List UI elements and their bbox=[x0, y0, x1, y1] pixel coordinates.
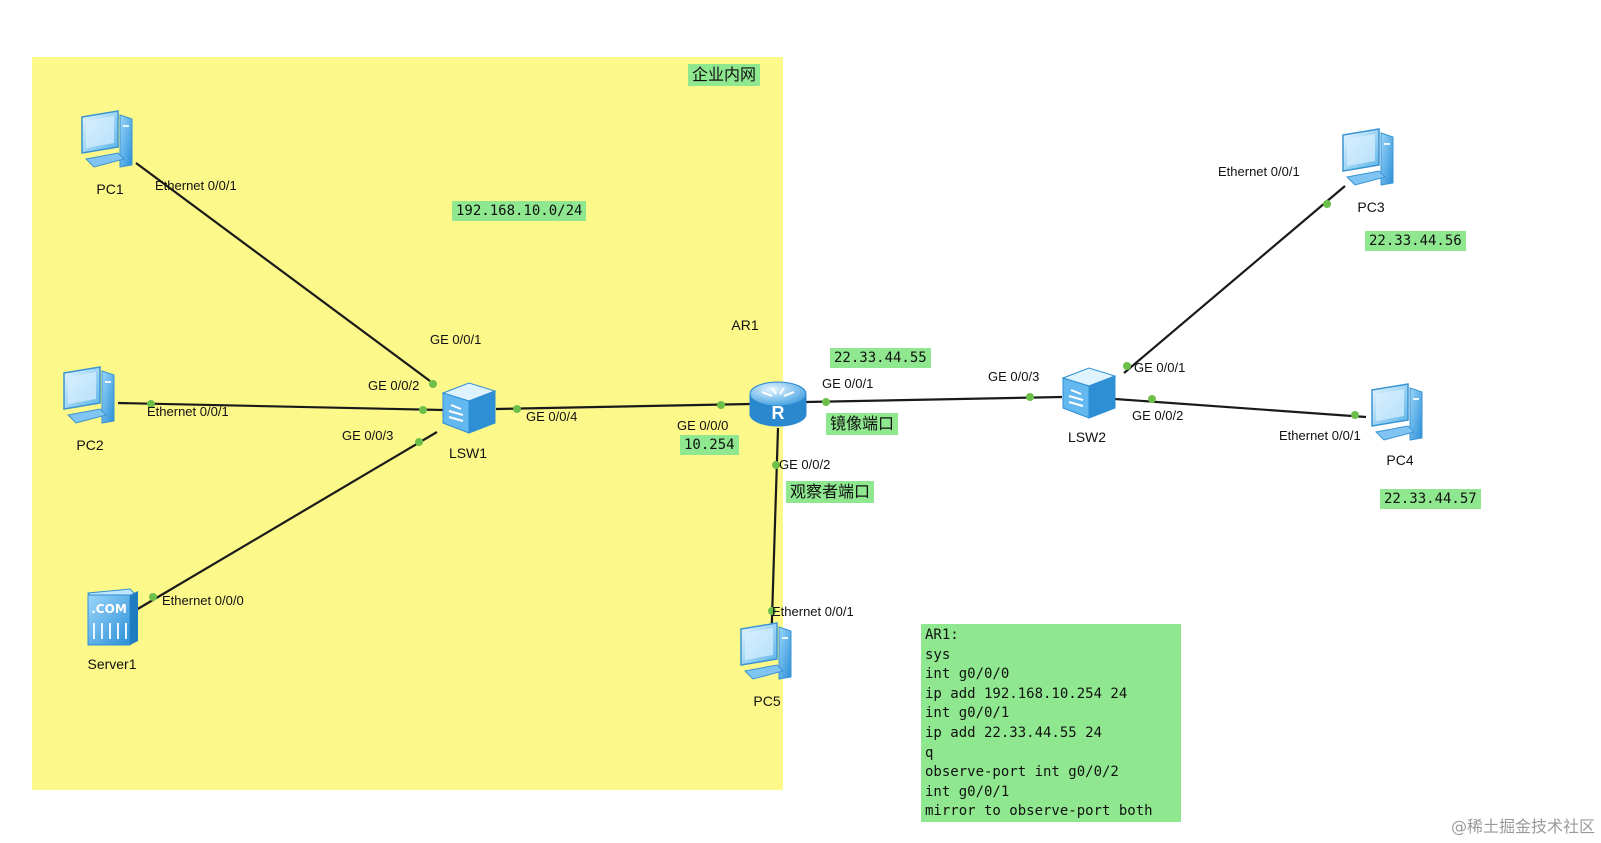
port-dot bbox=[768, 607, 776, 615]
ar1-ge0-label: GE 0/0/0 bbox=[677, 418, 728, 433]
port-dot bbox=[415, 438, 423, 446]
port-dot bbox=[513, 405, 521, 413]
mirror-port-tag: 镜像端口 bbox=[826, 413, 899, 435]
pc1-name: PC1 bbox=[96, 181, 123, 197]
pc3-icon[interactable] bbox=[1342, 128, 1394, 186]
server-badge: .COM bbox=[91, 602, 127, 616]
link-lsw2-pc3 bbox=[1123, 185, 1346, 374]
link-lsw1-ar1 bbox=[495, 402, 751, 411]
port-dot bbox=[822, 398, 830, 406]
port-dot bbox=[1026, 393, 1034, 401]
port-dot bbox=[772, 461, 780, 469]
config-line: ip add 192.168.10.254 24 bbox=[925, 685, 1128, 702]
config-line: q bbox=[925, 744, 934, 761]
lsw1-ge4-label: GE 0/0/4 bbox=[526, 409, 577, 424]
server-icon[interactable]: .COM bbox=[86, 588, 138, 646]
config-line: int g0/0/0 bbox=[925, 666, 1010, 683]
port-dot bbox=[1351, 411, 1359, 419]
pc3-ip-tag: 22.33.44.56 bbox=[1365, 231, 1466, 251]
port-dot bbox=[1148, 395, 1156, 403]
watermark: @稀土掘金技术社区 bbox=[1450, 817, 1595, 836]
lsw2-ge3-label: GE 0/0/3 bbox=[988, 369, 1039, 384]
pc2-port-label: Ethernet 0/0/1 bbox=[147, 404, 229, 419]
lsw2-name: LSW2 bbox=[1068, 429, 1106, 445]
lsw2-ge1-label: GE 0/0/1 bbox=[1134, 360, 1185, 375]
pc3-name: PC3 bbox=[1357, 199, 1384, 215]
link-pc2-lsw1 bbox=[117, 401, 444, 412]
server1-port-label: Ethernet 0/0/0 bbox=[162, 593, 244, 608]
pc1-icon[interactable] bbox=[81, 110, 133, 168]
config-line: sys bbox=[925, 646, 951, 663]
lsw1-ge1-label: GE 0/0/1 bbox=[430, 332, 481, 347]
pc5-icon[interactable] bbox=[740, 622, 792, 680]
ar1-outside-ip-tag: 22.33.44.55 bbox=[830, 348, 931, 368]
config-line: AR1: bbox=[925, 627, 959, 643]
pc4-port-label: Ethernet 0/0/1 bbox=[1279, 428, 1361, 443]
port-dot bbox=[1323, 200, 1331, 208]
port-dot bbox=[147, 400, 155, 408]
pc2-name: PC2 bbox=[76, 437, 103, 453]
link-pc1-lsw1 bbox=[135, 162, 431, 382]
pc4-name: PC4 bbox=[1386, 452, 1413, 468]
ar1-ge2-label: GE 0/0/2 bbox=[779, 457, 830, 472]
subnet-tag: 192.168.10.0/24 bbox=[452, 201, 587, 221]
router-icon[interactable]: R bbox=[749, 381, 807, 427]
pc4-ip-tag: 22.33.44.57 bbox=[1380, 489, 1481, 509]
router-badge: R bbox=[772, 403, 785, 423]
port-dot bbox=[429, 380, 437, 388]
ar1-inside-ip-tag: 10.254 bbox=[680, 435, 739, 455]
port-dot bbox=[149, 593, 157, 601]
config-line: int g0/0/1 bbox=[925, 705, 1010, 722]
lsw2-icon[interactable] bbox=[1062, 367, 1116, 419]
lsw1-ge2-label: GE 0/0/2 bbox=[368, 378, 419, 393]
observe-port-tag: 观察者端口 bbox=[786, 481, 875, 503]
config-line: int g0/0/1 bbox=[925, 783, 1010, 800]
config-snippet: AR1: sys int g0/0/0 ip add 192.168.10.25… bbox=[921, 624, 1181, 822]
pc1-port-label: Ethernet 0/0/1 bbox=[155, 178, 237, 193]
config-line: observe-port int g0/0/2 bbox=[925, 764, 1119, 781]
server1-name: Server1 bbox=[87, 656, 136, 672]
lsw1-icon[interactable] bbox=[442, 382, 496, 434]
ar1-ge1-label: GE 0/0/1 bbox=[822, 376, 873, 391]
config-line: mirror to observe-port both bbox=[925, 803, 1153, 820]
pc5-name: PC5 bbox=[753, 693, 780, 709]
lsw1-ge3-label: GE 0/0/3 bbox=[342, 428, 393, 443]
link-server1-lsw1 bbox=[135, 431, 438, 611]
link-ar1-lsw2 bbox=[805, 395, 1063, 404]
pc3-port-label: Ethernet 0/0/1 bbox=[1218, 164, 1300, 179]
pc4-icon[interactable] bbox=[1371, 383, 1423, 441]
lsw1-name: LSW1 bbox=[449, 445, 487, 461]
config-line: ip add 22.33.44.55 24 bbox=[925, 724, 1103, 741]
port-dot bbox=[419, 406, 427, 414]
port-dot bbox=[717, 401, 725, 409]
ar1-name: AR1 bbox=[731, 317, 758, 333]
port-dot bbox=[1123, 362, 1131, 370]
link-lsw2-pc4 bbox=[1114, 397, 1367, 419]
lsw2-ge2-label: GE 0/0/2 bbox=[1132, 408, 1183, 423]
zone-label: 企业内网 bbox=[688, 64, 761, 86]
pc5-port-label: Ethernet 0/0/1 bbox=[772, 604, 854, 619]
pc2-icon[interactable] bbox=[63, 366, 115, 424]
intranet-zone bbox=[32, 57, 783, 790]
